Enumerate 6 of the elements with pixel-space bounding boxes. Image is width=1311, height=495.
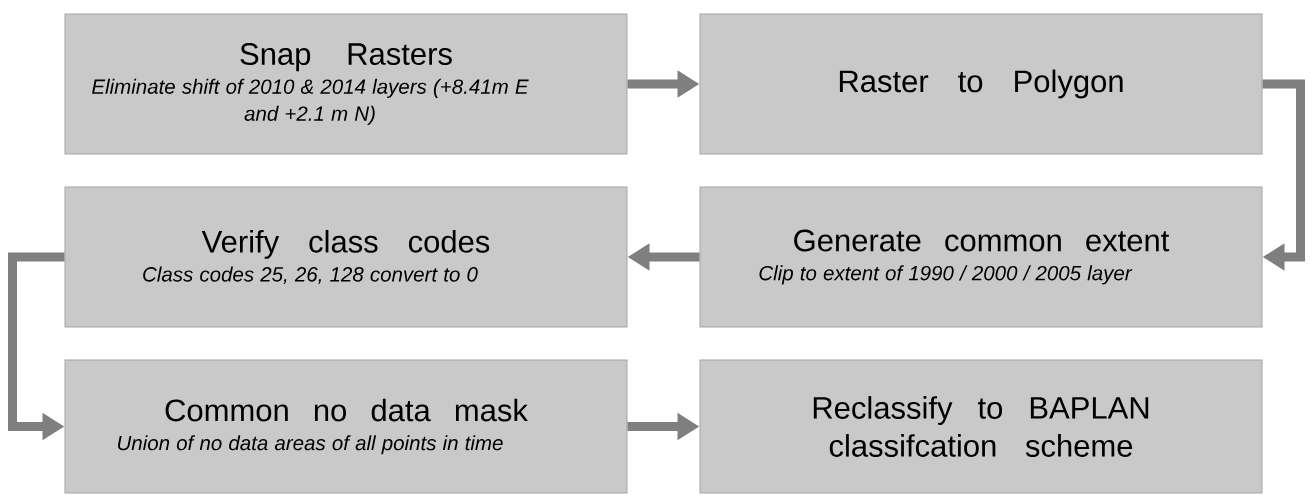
process-box: Snap Rasters Eliminate shift of 2010 & 2014 layers (+8.41m E and +2.1 m N) <box>64 13 628 155</box>
process-box: Reclassify to BAPLAN classifcation scheme <box>699 359 1263 494</box>
process-box: Common no data mask Union of no data areas of all points in time <box>64 359 628 494</box>
process-box: Raster to Polygon <box>699 13 1263 155</box>
process-box: Generate common extent Clip to extent of 1990 / 2000 / 2005 layer <box>699 186 1263 328</box>
process-box: Verify class codes Class codes 25, 26, 128 convert to 0 <box>64 186 628 328</box>
